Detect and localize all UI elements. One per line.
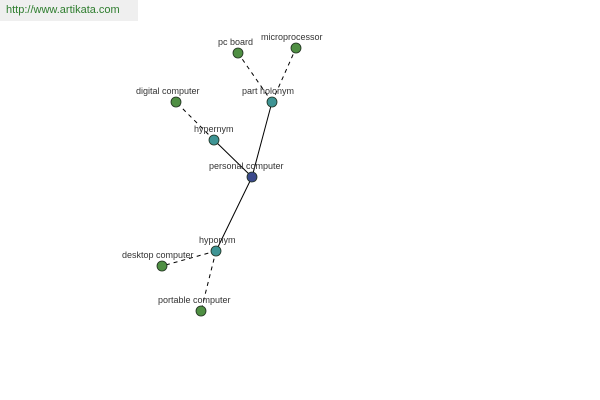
node-label-desktop-computer: desktop computer [122, 250, 194, 260]
edge-hyponym-to-desktop-computer [161, 250, 217, 267]
node-personal-computer[interactable]: personal computer [209, 161, 284, 183]
edge-personal-computer-to-hypernym [213, 139, 253, 178]
edge-personal-computer-to-hyponym [215, 176, 253, 252]
node-marker-pc-board[interactable] [232, 47, 244, 59]
site-url[interactable]: http://www.artikata.com [6, 4, 120, 16]
node-part-holonym[interactable]: part holonym [242, 86, 294, 108]
node-label-digital-computer: digital computer [136, 86, 200, 96]
node-label-hypernym: hypernym [194, 124, 234, 134]
node-marker-microprocessor[interactable] [290, 42, 302, 54]
node-label-hyponym: hyponym [199, 235, 236, 245]
edges-layer [161, 47, 297, 312]
node-marker-hyponym[interactable] [210, 245, 222, 257]
node-marker-desktop-computer[interactable] [156, 260, 168, 272]
edge-hypernym-to-digital-computer [175, 101, 215, 141]
node-pc-board[interactable]: pc board [218, 37, 253, 59]
nodes-layer: personal computer hypernym digital compu… [122, 32, 323, 317]
node-desktop-computer[interactable]: desktop computer [122, 250, 194, 272]
node-marker-part-holonym[interactable] [266, 96, 278, 108]
node-label-microprocessor: microprocessor [261, 32, 323, 42]
node-label-pc-board: pc board [218, 37, 253, 47]
node-digital-computer[interactable]: digital computer [136, 86, 200, 108]
url-banner: http://www.artikata.com [0, 0, 138, 21]
node-hyponym[interactable]: hyponym [199, 235, 236, 257]
node-hypernym[interactable]: hypernym [194, 124, 234, 146]
edge-hyponym-to-portable-computer [200, 250, 217, 312]
node-label-personal-computer: personal computer [209, 161, 284, 171]
node-label-portable-computer: portable computer [158, 295, 231, 305]
edge-part-holonym-to-microprocessor [271, 47, 297, 103]
edge-part-holonym-to-pc-board [237, 52, 273, 103]
edge-personal-computer-to-part-holonym [251, 101, 273, 178]
node-label-part-holonym: part holonym [242, 86, 294, 96]
node-marker-hypernym[interactable] [208, 134, 220, 146]
node-portable-computer[interactable]: portable computer [158, 295, 231, 317]
node-microprocessor[interactable]: microprocessor [261, 32, 323, 54]
node-marker-personal-computer[interactable] [246, 171, 258, 183]
node-marker-portable-computer[interactable] [195, 305, 207, 317]
node-marker-digital-computer[interactable] [170, 96, 182, 108]
